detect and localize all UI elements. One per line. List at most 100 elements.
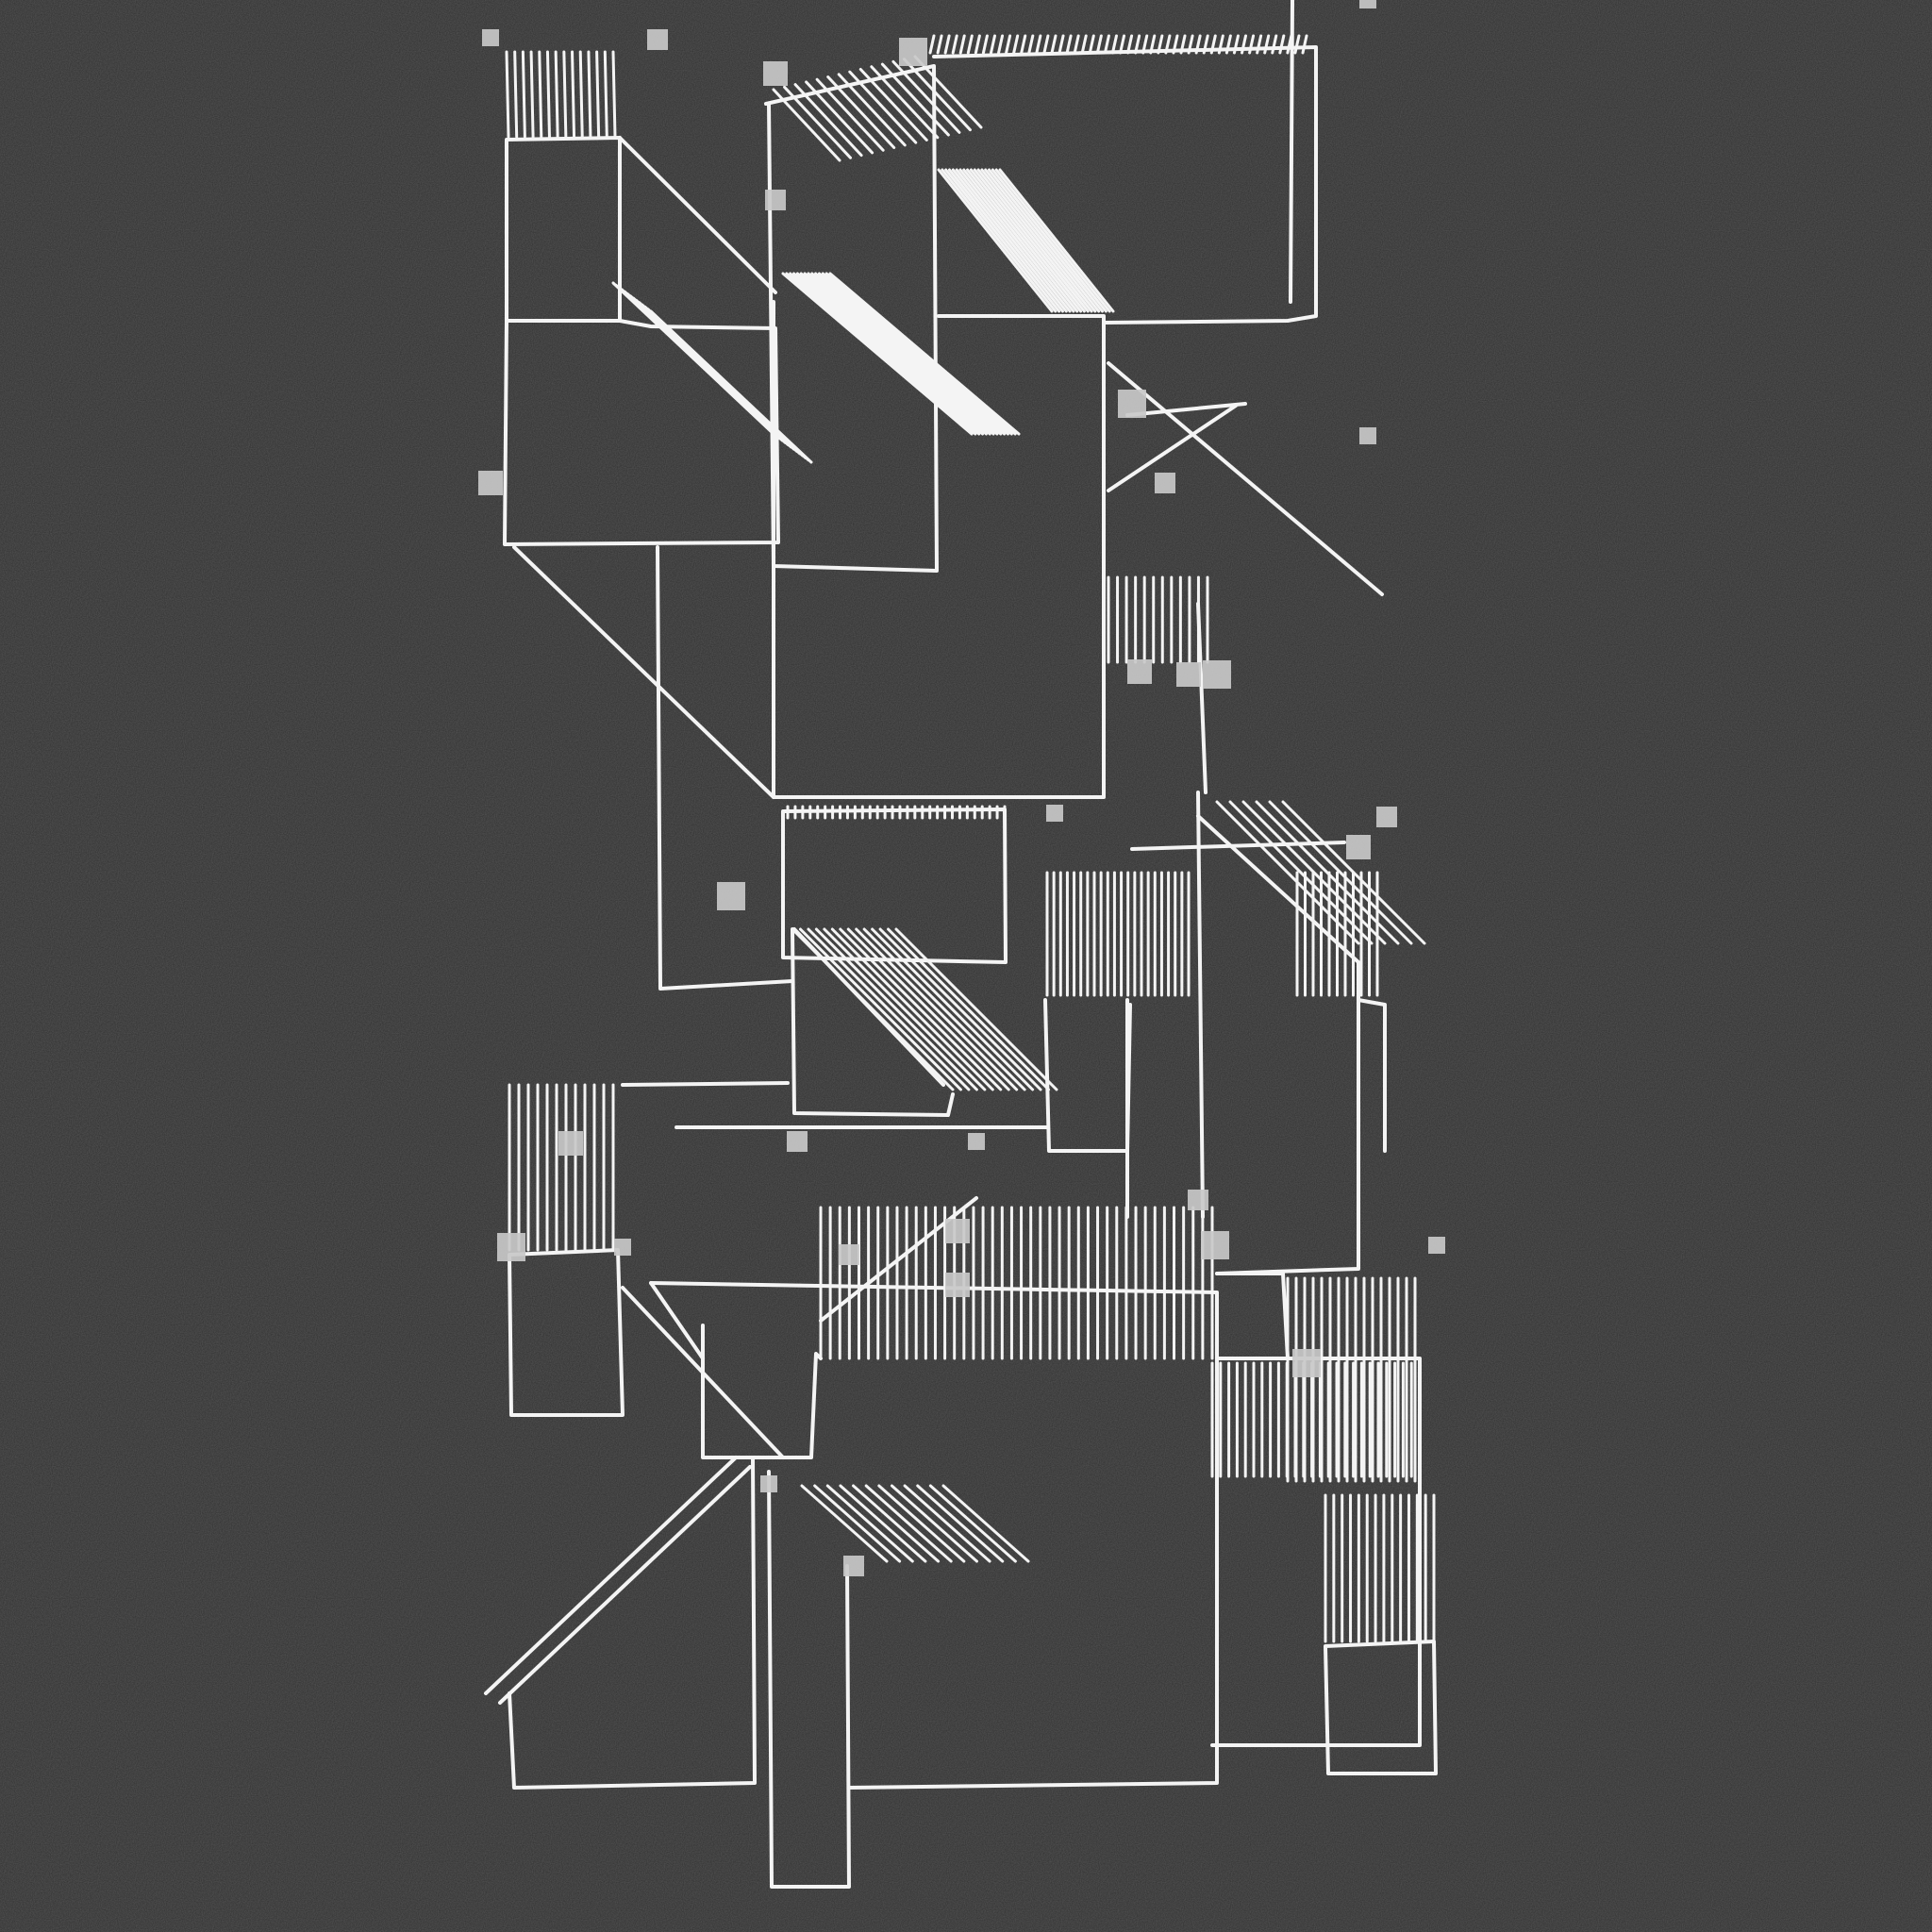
hatch-stroke: [1268, 800, 1413, 945]
sketch-hatching: [505, 34, 1436, 1643]
hatch-stroke: [1209, 34, 1217, 55]
grey-square-marker: [1201, 1231, 1229, 1259]
hatch-stroke: [858, 67, 928, 142]
hatch-stroke: [1179, 34, 1187, 55]
hatch-diag-left-mid: [611, 281, 813, 464]
grey-square-marker: [717, 882, 745, 910]
grey-square-marker: [1346, 835, 1371, 859]
grey-square-marker: [945, 1273, 970, 1297]
hatch-stroke: [864, 1484, 953, 1563]
hatch-stroke: [981, 34, 989, 55]
hatch-diag-top-right: [937, 168, 1115, 313]
hatch-stroke: [1020, 34, 1027, 55]
hatch-top-left: [505, 50, 617, 139]
hatch-stroke: [989, 34, 996, 55]
hatch-stroke: [1065, 34, 1073, 55]
hatch-stroke: [1263, 34, 1271, 55]
hatch-stroke: [862, 927, 1026, 1091]
hatch-stroke: [984, 168, 1101, 313]
hatch-diag-top-center: [772, 55, 983, 162]
hatch-stroke: [944, 168, 1061, 313]
sketch-outlines: [484, 0, 1438, 1889]
block-bottom-left: [508, 1456, 757, 1790]
hatch-stroke: [913, 55, 983, 129]
grey-square-marker: [1428, 1237, 1445, 1254]
hatch-stroke: [1248, 34, 1256, 55]
hatch-stroke: [1241, 34, 1248, 55]
grey-square-marker: [1359, 427, 1376, 444]
hatch-stroke: [951, 168, 1068, 313]
hatch-stroke: [1217, 34, 1224, 55]
hatch-stroke: [839, 1484, 927, 1563]
hatch-stroke: [529, 50, 535, 139]
hatch-stroke: [1241, 800, 1387, 945]
hatch-stroke: [958, 34, 966, 55]
hatch-stroke: [1050, 34, 1058, 55]
hatch-stroke: [974, 34, 981, 55]
hatch-stroke: [1141, 34, 1149, 55]
hatch-middle-fringe: [786, 805, 1007, 820]
hatch-stroke: [807, 272, 999, 436]
hatch-stroke: [980, 168, 1097, 313]
hatch-stroke: [810, 272, 1003, 436]
column-left: [656, 545, 794, 991]
block-middle-b: [791, 927, 955, 1117]
roof-slant-bottom: [484, 1456, 752, 1705]
hatch-stroke: [1256, 34, 1263, 55]
hatch-stroke: [821, 272, 1013, 436]
grey-square-marker: [1046, 805, 1063, 822]
hatch-stroke: [803, 272, 995, 436]
sketch-markers: [478, 0, 1445, 1576]
hatch-stroke: [815, 77, 885, 152]
hatch-stroke: [955, 168, 1072, 313]
grey-square-marker: [1118, 390, 1146, 418]
hatch-stroke: [1134, 34, 1141, 55]
hatch-stroke: [1194, 34, 1202, 55]
hatch-stroke: [813, 1484, 902, 1563]
hatch-stroke: [649, 309, 813, 464]
hatch-stroke: [894, 927, 1058, 1091]
hatch-bottom-right-mid: [1210, 1361, 1422, 1478]
tall-column-right: [1125, 791, 1205, 1219]
hatch-stroke: [1012, 34, 1020, 55]
hatch-stroke: [937, 168, 1054, 313]
hatch-middle-bars: [1045, 871, 1191, 997]
grey-square-marker: [760, 1475, 777, 1492]
hatch-stroke: [928, 34, 936, 55]
grey-square-marker: [647, 29, 668, 50]
hatch-stroke: [871, 927, 1035, 1091]
hatch-stroke: [943, 34, 951, 55]
grey-square-marker: [765, 190, 786, 210]
hatch-stroke: [973, 168, 1090, 313]
hatch-stroke: [817, 272, 1009, 436]
hatch-stroke: [828, 272, 1021, 436]
hatch-center-vertical: [1107, 575, 1209, 664]
hatch-stroke: [1080, 34, 1088, 55]
hatch-diag-bottom: [800, 1484, 1030, 1563]
hatch-stroke: [1164, 34, 1172, 55]
hatch-stroke: [962, 168, 1079, 313]
hatch-stroke: [846, 927, 1010, 1091]
hatch-left-lower: [508, 1083, 615, 1252]
hatch-stroke: [887, 927, 1051, 1091]
hatch-stroke: [994, 168, 1111, 313]
hatch-stroke: [877, 1484, 966, 1563]
hatch-diag-right: [1215, 800, 1426, 945]
line-middle-horizontal: [621, 1081, 1049, 1129]
hatch-stroke: [793, 83, 863, 158]
block-bottom-far-right: [1324, 1640, 1438, 1775]
hatch-stroke: [997, 34, 1005, 55]
hatch-stroke: [880, 62, 950, 137]
hatch-stroke: [936, 34, 943, 55]
lower-right-step: [1215, 1272, 1290, 1360]
grey-square-marker: [787, 1131, 808, 1152]
hatch-stroke: [890, 1484, 978, 1563]
hatch-stroke: [916, 1484, 1005, 1563]
hatch-stroke: [1042, 34, 1050, 55]
hatch-stroke: [1228, 800, 1374, 945]
hatch-stroke: [578, 50, 584, 139]
grey-square-marker: [945, 1219, 970, 1243]
hatch-diag-center: [781, 272, 1021, 436]
hatch-stroke: [855, 927, 1019, 1091]
